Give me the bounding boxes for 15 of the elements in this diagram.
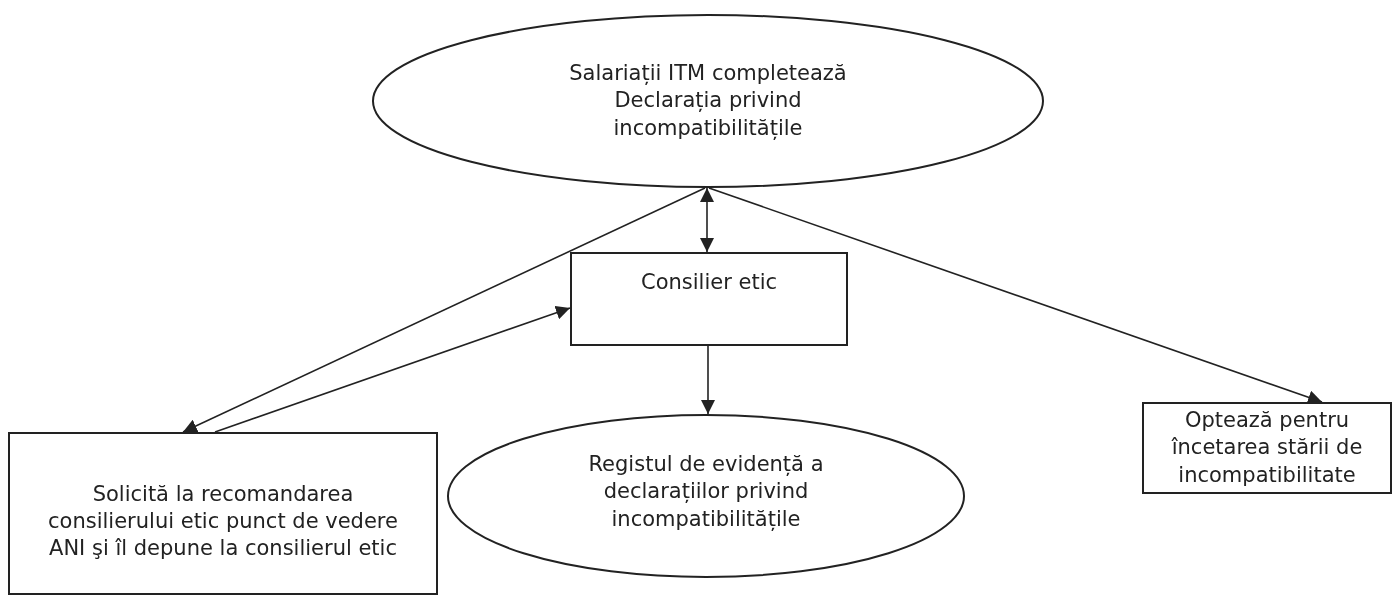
node-text: Solicită la recomandarea consilierului etic punct de vedere ANI şi îl depune la consilierul etic [47, 480, 399, 563]
node-text: Salariații ITM completează Declarația privind incompatibilitățile [568, 60, 848, 142]
arrow [701, 345, 715, 415]
process-box [1142, 402, 1392, 494]
arrow [708, 187, 1323, 404]
arrow [700, 187, 714, 253]
process-ellipse [447, 414, 965, 578]
node-text: Optează pentru încetarea stării de incompatibilitate [1170, 407, 1364, 489]
node-text: Registul de evidență a declarațiilor privind incompatibilitățile [587, 451, 825, 533]
arrow [214, 306, 571, 433]
arrow [182, 187, 706, 433]
node-text: Consilier etic [640, 269, 778, 297]
process-box [8, 432, 438, 595]
process-ellipse [372, 14, 1044, 188]
process-box [570, 252, 848, 346]
